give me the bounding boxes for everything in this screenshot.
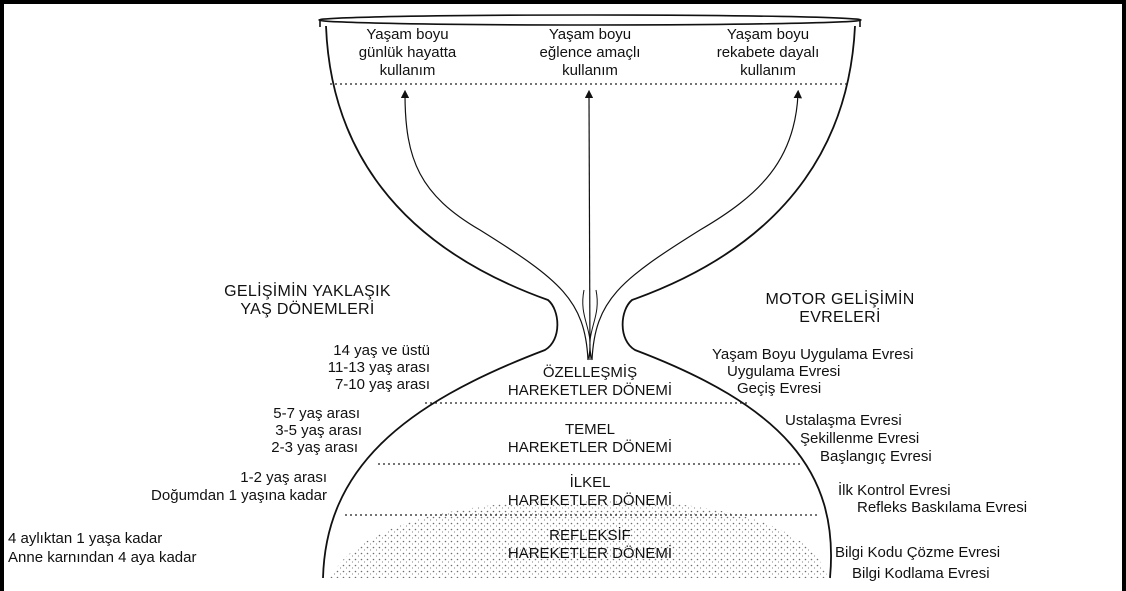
arrow-daily-use: [405, 94, 588, 360]
phase-rudimentary-label: İLKEL HAREKETLER DÖNEMİ: [460, 474, 720, 510]
stage-initial-control: İlk Kontrol Evresi: [838, 482, 1038, 500]
stage-beginning: Başlangıç Evresi: [820, 448, 1020, 466]
left-heading: GELİŞİMİN YAKLAŞIK YAŞ DÖNEMLERİ: [185, 283, 430, 319]
age-5-7: 5-7 yaş arası: [150, 405, 360, 423]
right-heading: MOTOR GELİŞİMİN EVRELERİ: [720, 291, 960, 327]
age-14-plus: 14 yaş ve üstü: [230, 342, 430, 360]
stage-application: Uygulama Evresi: [727, 363, 927, 381]
age-birth-to-1: Doğumdan 1 yaşına kadar: [60, 487, 327, 505]
stage-reflex-inhibition: Refleks Baskılama Evresi: [857, 499, 1097, 517]
stage-transition: Geçiş Evresi: [737, 380, 937, 398]
stage-mastery: Ustalaşma Evresi: [785, 412, 985, 430]
neck-strand-left: [583, 290, 590, 360]
top-use-competitive: Yaşam boyu rekabete dayalı kullanım: [693, 26, 843, 80]
age-7-10: 7-10 yaş arası: [230, 376, 430, 394]
phase-reflexive-label: REFLEKSİF HAREKETLER DÖNEMİ: [460, 527, 720, 563]
phase-specialized-label: ÖZELLEŞMİŞ HAREKETLER DÖNEMİ: [460, 364, 720, 400]
arrow-recreational-use: [589, 94, 590, 360]
stage-information-encoding: Bilgi Kodlama Evresi: [852, 565, 1122, 583]
top-use-recreational: Yaşam boyu eğlence amaçlı kullanım: [515, 26, 665, 80]
phase-fundamental-label: TEMEL HAREKETLER DÖNEMİ: [460, 421, 720, 457]
stage-lifelong-application: Yaşam Boyu Uygulama Evresi: [712, 346, 972, 364]
age-1-2: 1-2 yaş arası: [120, 469, 327, 487]
age-3-5: 3-5 yaş arası: [150, 422, 362, 440]
top-use-daily: Yaşam boyu günlük hayatta kullanım: [335, 26, 480, 80]
age-11-13: 11-13 yaş arası: [230, 359, 430, 377]
age-4-months-to-1: 4 aylıktan 1 yaşa kadar: [8, 530, 308, 548]
age-2-3: 2-3 yaş arası: [150, 439, 358, 457]
stage-information-decoding: Bilgi Kodu Çözme Evresi: [835, 544, 1105, 562]
neck-strand-right: [590, 290, 597, 360]
stage-shaping: Şekillenme Evresi: [800, 430, 1000, 448]
age-prenatal-to-4-months: Anne karnından 4 aya kadar: [8, 549, 318, 567]
